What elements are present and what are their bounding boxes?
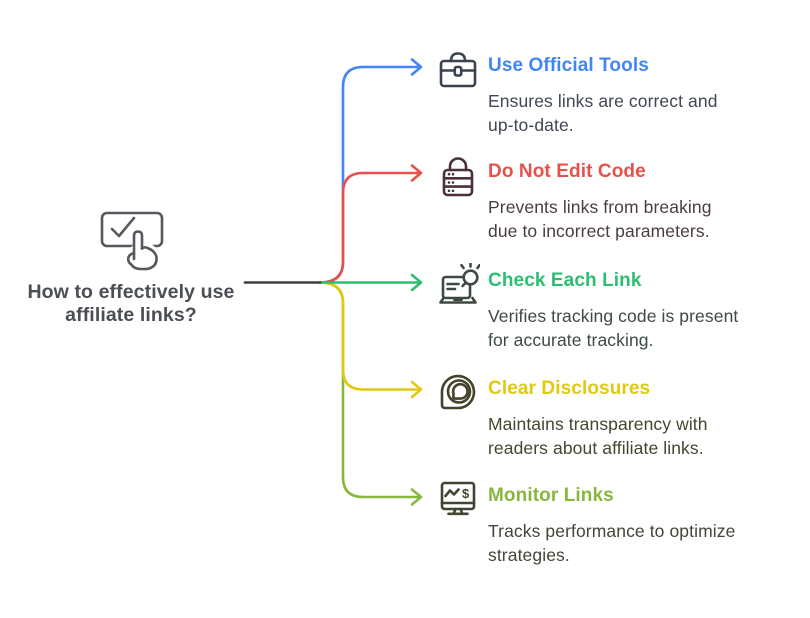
branch-description: Ensures links are correct and up-to-date…: [488, 89, 798, 137]
branch-line-2: [318, 164, 423, 284]
branch-description-line1: Verifies tracking code is present: [488, 306, 739, 326]
branch-description-line2: strategies.: [488, 545, 570, 565]
branch-description-line2: up-to-date.: [488, 115, 574, 135]
branch-title: Use Official Tools: [488, 55, 649, 76]
checkmark-shape: [110, 216, 136, 238]
branch-description-line1: Maintains transparency with: [488, 414, 708, 434]
svg-text:$: $: [462, 486, 470, 501]
branch-line-4: [318, 281, 423, 399]
branch-description: Verifies tracking code is present for ac…: [488, 304, 798, 352]
lock-server-icon: [436, 154, 480, 198]
tap-checkbox-icon: [96, 205, 176, 275]
central-question-line1: How to effectively use: [27, 281, 235, 303]
monitor-chart-icon: $: [436, 478, 480, 522]
branch-title: Do Not Edit Code: [488, 161, 646, 182]
branch-description-line2: due to incorrect parameters.: [488, 221, 710, 241]
branch-description-line2: readers about affiliate links.: [488, 438, 704, 458]
branch-line-1: [318, 58, 423, 284]
branch-line-5: [318, 281, 423, 506]
branch-description-line1: Tracks performance to optimize: [488, 521, 736, 541]
branch-description-line1: Prevents links from breaking: [488, 197, 712, 217]
laptop-search-icon: [436, 263, 480, 307]
branch-title: Check Each Link: [488, 270, 642, 291]
branch-description: Prevents links from breaking due to inco…: [488, 195, 798, 243]
branch-title: Clear Disclosures: [488, 378, 651, 399]
speech-bubble-icon: [436, 371, 480, 415]
branch-description: Maintains transparency with readers abou…: [488, 412, 798, 460]
branch-title: Monitor Links: [488, 485, 614, 506]
branch-description-line1: Ensures links are correct and: [488, 91, 718, 111]
branch-line-3: [318, 273, 423, 292]
card-shape: [100, 211, 164, 248]
central-question-line2: affiliate links?: [65, 304, 197, 326]
branch-description: Tracks performance to optimize strategie…: [488, 519, 798, 567]
branch-description-line2: for accurate tracking.: [488, 330, 654, 350]
toolbox-icon: [436, 48, 480, 92]
central-question: How to effectively use affiliate links?: [0, 281, 262, 327]
